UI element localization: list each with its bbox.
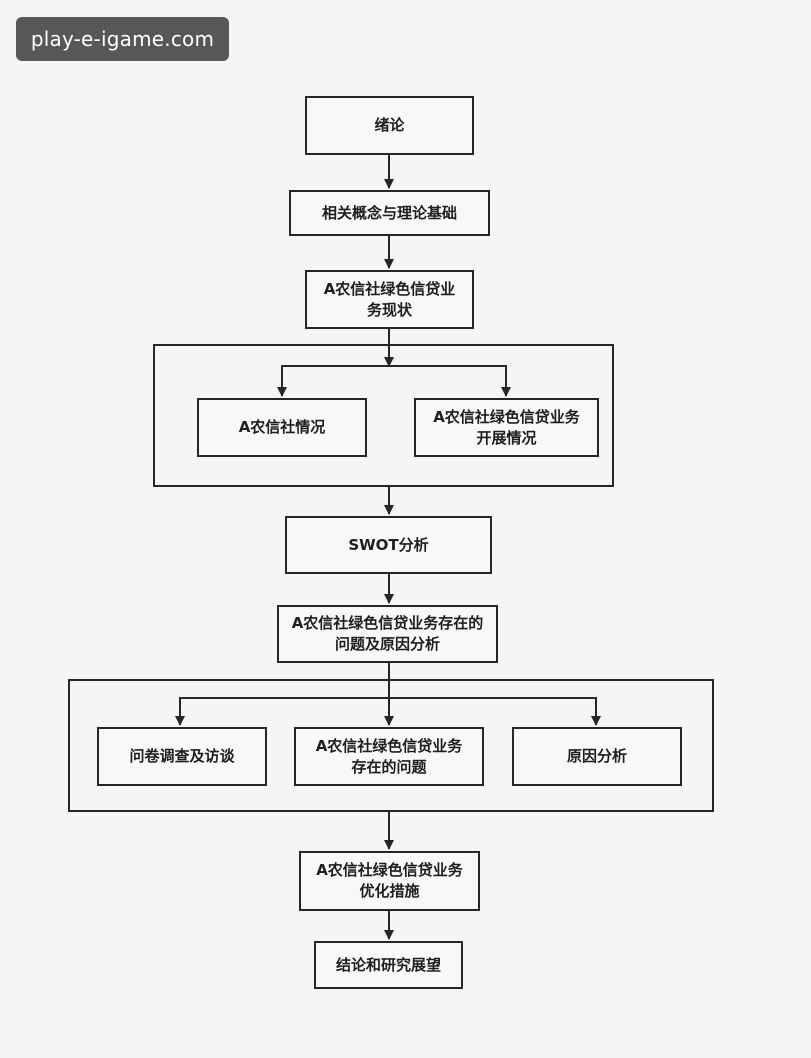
node-status-business-label: A农信社绿色信贷业务开展情况 <box>433 407 580 447</box>
node-concepts: 相关概念与理论基础 <box>289 190 490 236</box>
node-intro: 绪论 <box>305 96 474 155</box>
branch-status-left <box>277 365 389 397</box>
node-swot: SWOT分析 <box>285 516 492 574</box>
node-status-overview-label: A农信社情况 <box>238 418 326 436</box>
node-problems-survey-label: 问卷调查及访谈 <box>129 747 235 765</box>
branch-status-right <box>389 365 511 397</box>
node-status-business: A农信社绿色信贷业务开展情况 <box>414 398 599 457</box>
status-group-frame <box>153 344 614 487</box>
node-concepts-label: 相关概念与理论基础 <box>321 203 457 222</box>
node-measures: A农信社绿色信贷业务优化措施 <box>299 851 480 911</box>
node-status-overview: A农信社情况 <box>197 398 367 457</box>
branch-problems-left <box>175 697 389 726</box>
node-problems: A农信社绿色信贷业务存在的问题及原因分析 <box>277 605 498 663</box>
node-conclusion-label: 结论和研究展望 <box>335 955 441 974</box>
problems-group-frame <box>68 679 714 812</box>
node-measures-label: A农信社绿色信贷业务优化措施 <box>316 861 463 900</box>
node-status-label: A农信社绿色信贷业务现状 <box>323 279 456 319</box>
node-problems-causes: 原因分析 <box>512 727 682 786</box>
node-swot-label: SWOT分析 <box>348 535 429 554</box>
watermark-label: play-e-igame.com <box>16 17 229 61</box>
node-problems-issues-label: A农信社绿色信贷业务存在的问题 <box>315 736 463 776</box>
node-problems-causes-label: 原因分析 <box>566 747 627 765</box>
branch-problems-right <box>389 697 601 726</box>
node-intro-label: 绪论 <box>374 116 405 134</box>
node-problems-label: A农信社绿色信贷业务存在的问题及原因分析 <box>291 614 484 653</box>
node-problems-survey: 问卷调查及访谈 <box>97 727 267 786</box>
node-conclusion: 结论和研究展望 <box>314 941 463 989</box>
node-problems-issues: A农信社绿色信贷业务存在的问题 <box>294 727 484 786</box>
node-status: A农信社绿色信贷业务现状 <box>305 270 474 329</box>
